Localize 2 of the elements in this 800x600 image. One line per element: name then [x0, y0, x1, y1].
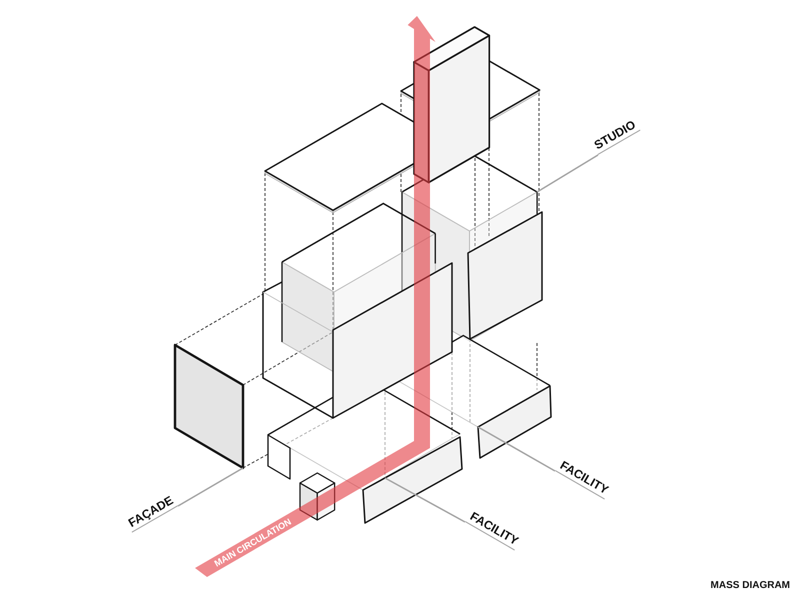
leader-line [536, 154, 598, 193]
diagram-caption: MASS DIAGRAM [710, 580, 790, 592]
